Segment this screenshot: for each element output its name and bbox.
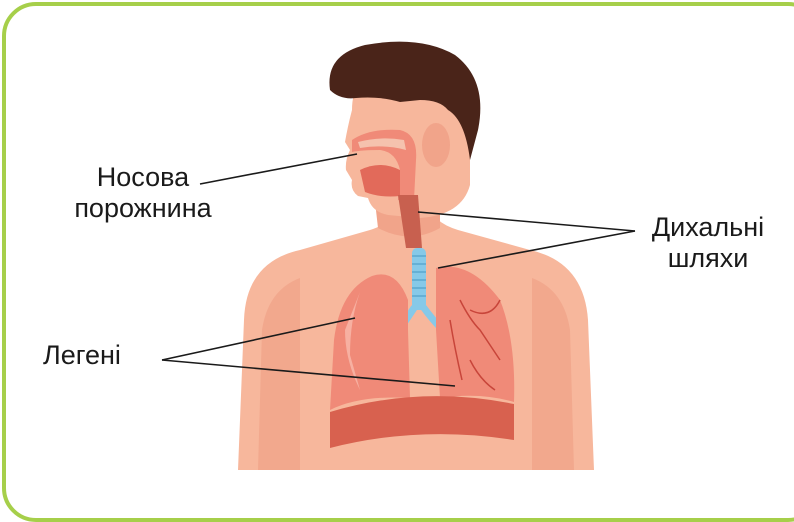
oral-cavity bbox=[360, 165, 400, 197]
trachea bbox=[412, 248, 426, 310]
label-lungs: Легені bbox=[43, 340, 121, 371]
ear bbox=[422, 123, 450, 167]
respiratory-diagram: Носова порожнина Дихальні шляхи Легені bbox=[0, 0, 794, 470]
label-airways-line1: Дихальні bbox=[628, 212, 788, 243]
label-airways: Дихальні шляхи bbox=[628, 212, 788, 274]
label-nasal-line2: порожнина bbox=[58, 193, 228, 224]
label-nasal-cavity: Носова порожнина bbox=[58, 162, 228, 224]
label-nasal-line1: Носова bbox=[58, 162, 228, 193]
label-airways-line2: шляхи bbox=[628, 243, 788, 274]
